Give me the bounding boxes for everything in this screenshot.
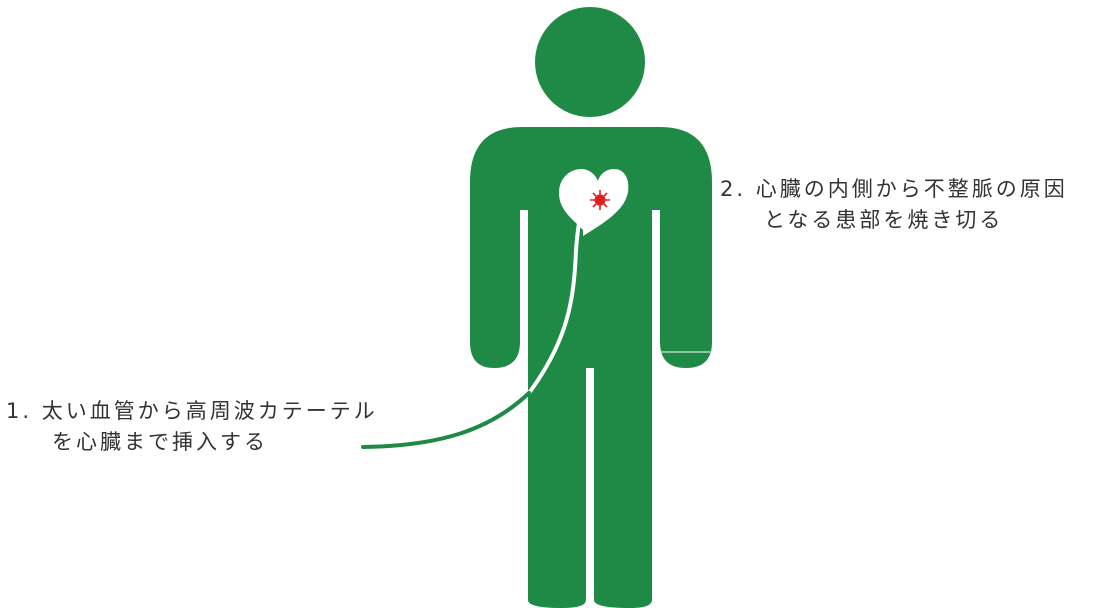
step-2-caption: 2. 心臓の内側から不整脈の原因 となる患部を焼き切る [720, 174, 1068, 236]
person-head [535, 7, 645, 117]
step-2-number: 2. [720, 174, 746, 205]
step-2-line-1: 2. 心臓の内側から不整脈の原因 [720, 177, 1068, 201]
ablation-spark-icon [590, 190, 610, 210]
catheter-outside-line [363, 393, 529, 447]
step-1-text-1: 太い血管から高周波カテーテル [42, 399, 378, 423]
step-1-text-2: を心臓まで挿入する [6, 427, 378, 458]
step-2-text-1: 心臓の内側から不整脈の原因 [756, 177, 1068, 201]
person-silhouette-icon [470, 7, 712, 608]
step-1-caption: 1. 太い血管から高周波カテーテル を心臓まで挿入する [6, 396, 378, 458]
step-2-text-2: となる患部を焼き切る [720, 205, 1068, 236]
step-1-number: 1. [6, 396, 32, 427]
step-1-line-1: 1. 太い血管から高周波カテーテル [6, 399, 378, 423]
